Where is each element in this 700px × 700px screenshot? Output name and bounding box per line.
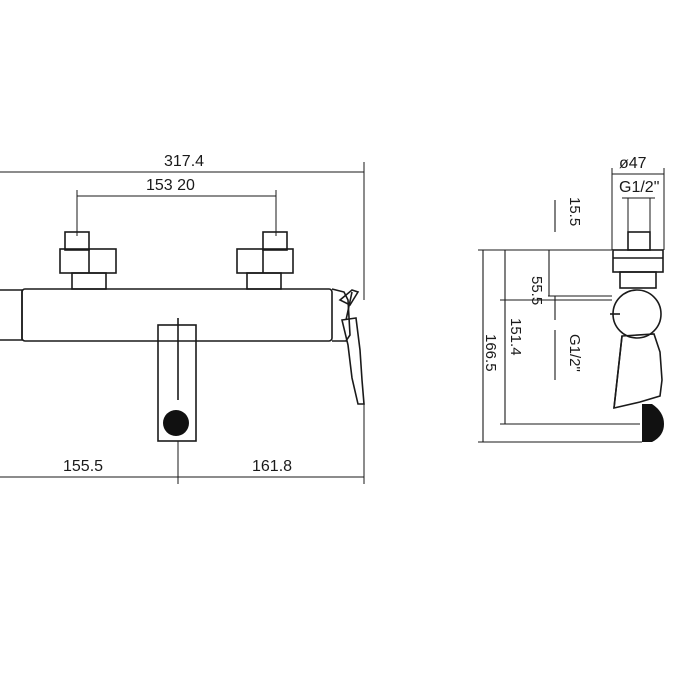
side-spout-outlet xyxy=(642,404,664,442)
dim-inlet-offset-label: 15.5 xyxy=(566,197,583,226)
spout xyxy=(157,318,197,442)
dimension-diameter: ø47 xyxy=(611,155,665,250)
lever-handle xyxy=(338,289,365,405)
spout-outlet xyxy=(163,410,189,436)
side-lever-handle xyxy=(613,333,663,410)
dim-handle-height-label: 151.4 xyxy=(507,318,524,356)
dimension-inlet-spacing: 153 20 xyxy=(76,177,277,236)
front-view: 317.4 153 20 xyxy=(0,153,365,484)
dim-diameter-label: ø47 xyxy=(619,155,647,172)
dim-inlet-spacing-label: 153 20 xyxy=(146,177,195,194)
side-body-circle xyxy=(612,289,662,339)
dim-thread-top-label: G1/2" xyxy=(619,179,659,196)
dimension-overall-width: 317.4 xyxy=(0,153,365,300)
dim-spout-to-right-label: 161.8 xyxy=(252,458,292,475)
mixer-body xyxy=(0,288,351,342)
left-inlet-connector xyxy=(59,231,117,290)
dimension-thread-top: G1/2" xyxy=(619,179,659,232)
right-inlet-connector xyxy=(236,231,294,290)
dim-overall-width-label: 317.4 xyxy=(164,153,204,170)
dim-outlet-height-label: 55.5 xyxy=(528,276,545,305)
dim-thread-side-label: G1/2" xyxy=(566,334,583,372)
side-inlet-connector xyxy=(612,231,664,289)
dimension-bottom: 155.5 161.8 xyxy=(0,404,365,484)
dim-overall-height-label: 166.5 xyxy=(482,334,499,372)
side-view: ø47 G1/2" xyxy=(478,155,665,443)
dim-left-to-spout-label: 155.5 xyxy=(63,458,103,475)
